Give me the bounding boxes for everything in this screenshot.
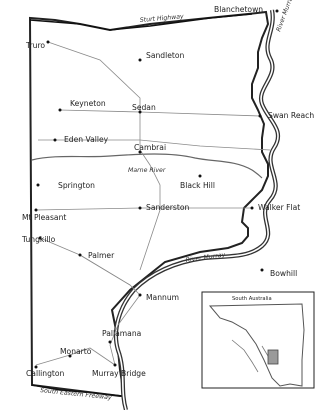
town-label-cambrai: Cambrai [134, 143, 166, 152]
river-label-murray-upper: River Murray [275, 0, 295, 33]
town-label-pallamana: Pallamana [102, 329, 141, 338]
town-markers [34, 9, 279, 369]
inset-map: South Australia [201, 291, 315, 389]
town-label-mt-pleasant: Mt Pleasant [22, 213, 66, 222]
river-label-murray-lower: River Murray [185, 251, 226, 264]
town-label-sanderston: Sanderston [146, 203, 189, 212]
south-eastern-freeway-road [31, 384, 123, 397]
town-label-sandleton: Sandleton [146, 51, 185, 60]
town-label-keyneton: Keyneton [70, 99, 106, 108]
town-label-callington: Callington [26, 369, 65, 378]
town-label-blanchetown: Blanchetown [214, 5, 263, 14]
river-label-marne: Marne River [128, 167, 166, 174]
town-label-murray-bridge: Murray Bridge [92, 369, 146, 378]
road-label-sturt-highway: Sturt Highway [139, 12, 184, 24]
town-label-tungkillo: Tungkillo [21, 235, 56, 244]
town-label-palmer: Palmer [88, 251, 115, 260]
river-murray-inner [115, 9, 279, 410]
town-label-truro: Truro [25, 41, 45, 50]
town-label-monarto: Monarto [60, 347, 92, 356]
inset-region-highlight [267, 349, 279, 365]
inset-coastline [208, 303, 305, 387]
town-label-springton: Springton [58, 181, 95, 190]
inset-title: South Australia [232, 296, 272, 302]
town-label-sedan: Sedan [132, 103, 156, 112]
town-label-bowhill: Bowhill [270, 269, 297, 278]
town-label-black-hill: Black Hill [180, 181, 215, 190]
marne-river [31, 153, 263, 179]
town-label-mannum: Mannum [146, 293, 179, 302]
sturt-highway-road [29, 13, 253, 31]
town-label-eden-valley: Eden Valley [64, 135, 109, 144]
town-label-walker-flat: Walker Flat [258, 203, 300, 212]
town-label-swan-reach: Swan Reach [268, 111, 314, 120]
road-label-south-eastern-freeway: South Eastern Freeway [40, 386, 113, 401]
